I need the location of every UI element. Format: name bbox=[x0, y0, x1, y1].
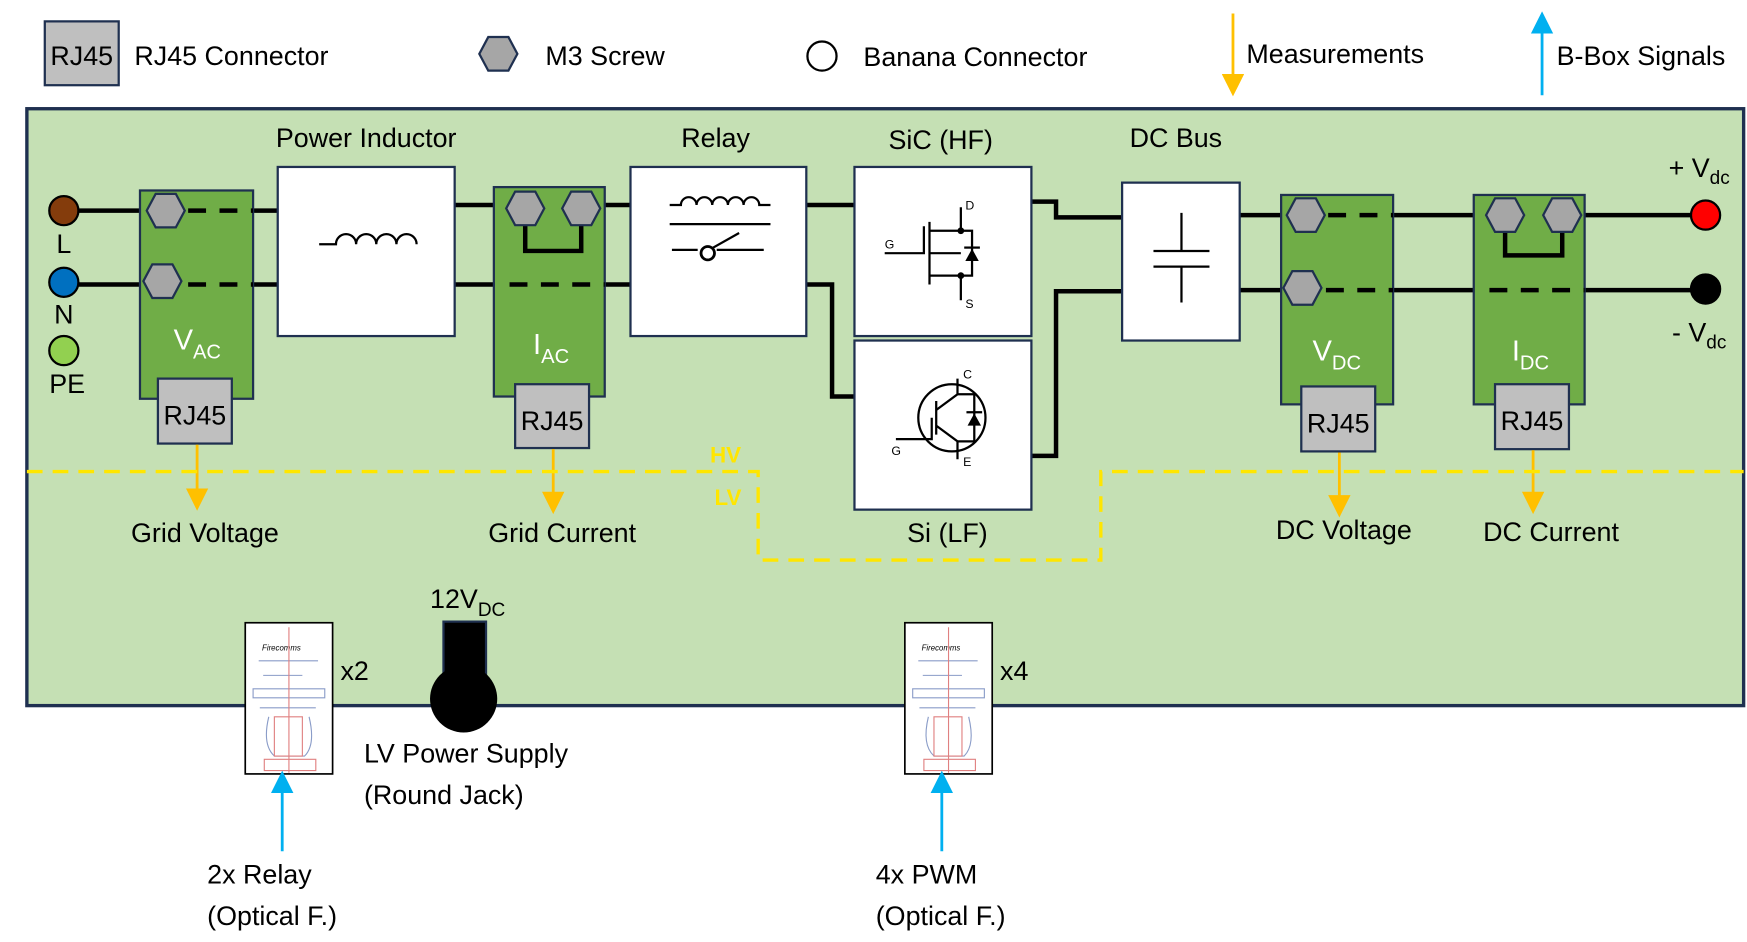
inductor-label: Power Inductor bbox=[276, 123, 457, 153]
terminal-L bbox=[48, 194, 80, 227]
screw-icon bbox=[142, 263, 183, 300]
mosfet-icon: D G S bbox=[884, 199, 980, 311]
pwm-signal-sublabel: (Optical F.) bbox=[876, 901, 1006, 931]
svg-text:RJ45: RJ45 bbox=[1501, 406, 1564, 436]
relay-label: Relay bbox=[681, 123, 750, 153]
minus-vdc-label: - Vdc bbox=[1672, 318, 1726, 354]
vac-module: VAC RJ45 bbox=[138, 189, 255, 445]
dcbus-label: DC Bus bbox=[1130, 123, 1223, 153]
relay-block bbox=[629, 165, 808, 338]
svg-text:Firecomms: Firecomms bbox=[262, 644, 301, 653]
relay-count-label: x2 bbox=[340, 656, 368, 686]
dc-current-label: DC Current bbox=[1483, 517, 1619, 547]
igbt-icon: C G E bbox=[891, 368, 987, 469]
terminal-PE bbox=[48, 334, 80, 367]
screw-legend-icon bbox=[478, 35, 519, 72]
power-inductor-block bbox=[276, 165, 456, 338]
rj45-connector bbox=[1493, 383, 1571, 451]
idc-label: IDC bbox=[1512, 336, 1549, 375]
dcbus-block bbox=[1120, 181, 1241, 342]
wiring bbox=[78, 199, 1692, 459]
screw-icon bbox=[1484, 197, 1526, 234]
svg-text:E: E bbox=[963, 455, 971, 469]
terminal-N bbox=[48, 266, 80, 298]
lv-supply-sublabel: (Round Jack) bbox=[364, 780, 524, 810]
svg-text:RJ45: RJ45 bbox=[164, 401, 227, 431]
svg-text:RJ45: RJ45 bbox=[521, 406, 584, 436]
hv-lv-boundary bbox=[26, 469, 1744, 562]
rj45-connector bbox=[1300, 385, 1377, 453]
banana-legend-label: Banana Connector bbox=[863, 42, 1087, 72]
bbox-legend-label: B-Box Signals bbox=[1557, 41, 1726, 71]
svg-text:G: G bbox=[885, 238, 895, 252]
capacitor-icon bbox=[1153, 212, 1210, 303]
svg-text:D: D bbox=[965, 199, 974, 213]
sic-block bbox=[853, 165, 1033, 338]
si-label: Si (LF) bbox=[907, 518, 988, 548]
vac-label: VAC bbox=[174, 324, 221, 363]
sic-label: SiC (HF) bbox=[888, 125, 992, 155]
optical-connector-relay: Firecomms bbox=[244, 621, 334, 775]
plus-vdc-label: + Vdc bbox=[1669, 153, 1730, 189]
dc-voltage-label: DC Voltage bbox=[1276, 515, 1412, 545]
iac-module: IAC RJ45 bbox=[492, 185, 606, 450]
vdc-module: VDC RJ45 bbox=[1280, 193, 1395, 453]
relay-icon bbox=[669, 196, 771, 262]
measurements-legend-label: Measurements bbox=[1246, 39, 1424, 69]
screw-icon bbox=[505, 190, 546, 227]
pwm-signal-label: 4x PWM bbox=[876, 860, 977, 890]
rj45-legend-icon bbox=[43, 20, 120, 87]
round-jack-icon bbox=[430, 620, 498, 733]
terminal-plus-vdc bbox=[1689, 199, 1722, 231]
terminal-minus-vdc bbox=[1689, 273, 1722, 305]
iac-label: IAC bbox=[533, 329, 569, 368]
vdc-label: VDC bbox=[1312, 336, 1361, 375]
jack-voltage-label: 12VDC bbox=[430, 584, 506, 621]
grid-current-label: Grid Current bbox=[488, 518, 636, 548]
terminal-PE-label: PE bbox=[49, 369, 85, 399]
svg-text:G: G bbox=[891, 444, 901, 458]
inductor-icon bbox=[319, 233, 418, 246]
banana-legend-icon bbox=[806, 40, 838, 72]
screw-icon bbox=[1282, 269, 1323, 306]
terminal-L-label: L bbox=[56, 229, 71, 259]
pwm-count-label: x4 bbox=[1000, 656, 1028, 686]
terminal-N-label: N bbox=[54, 300, 73, 330]
screw-icon bbox=[1285, 197, 1326, 234]
lv-supply-label: LV Power Supply bbox=[364, 739, 569, 769]
svg-text:S: S bbox=[965, 297, 973, 311]
screw-legend-label: M3 Screw bbox=[545, 41, 665, 71]
legend: RJ45 RJ45 Connector M3 Screw Banana Conn… bbox=[43, 11, 1726, 97]
grid-voltage-label: Grid Voltage bbox=[131, 518, 279, 548]
svg-text:C: C bbox=[963, 368, 972, 382]
rj45-connector bbox=[156, 377, 233, 445]
screw-icon bbox=[145, 192, 186, 229]
idc-module: IDC RJ45 bbox=[1472, 193, 1586, 451]
rj45-connector bbox=[514, 383, 591, 450]
svg-text:Firecomms: Firecomms bbox=[922, 644, 961, 653]
relay-signal-label: 2x Relay bbox=[207, 860, 312, 890]
screw-icon bbox=[561, 190, 602, 227]
optical-connector-pwm: Firecomms bbox=[904, 621, 994, 775]
relay-signal-sublabel: (Optical F.) bbox=[207, 901, 337, 931]
rj45-legend-box-label: RJ45 bbox=[50, 41, 113, 71]
si-block bbox=[853, 339, 1033, 511]
hv-zone-label: HV bbox=[710, 443, 741, 468]
screw-icon bbox=[1542, 197, 1583, 234]
svg-text:RJ45: RJ45 bbox=[1307, 408, 1370, 438]
rj45-legend-label: RJ45 Connector bbox=[134, 41, 328, 71]
lv-zone-label: LV bbox=[714, 485, 741, 510]
